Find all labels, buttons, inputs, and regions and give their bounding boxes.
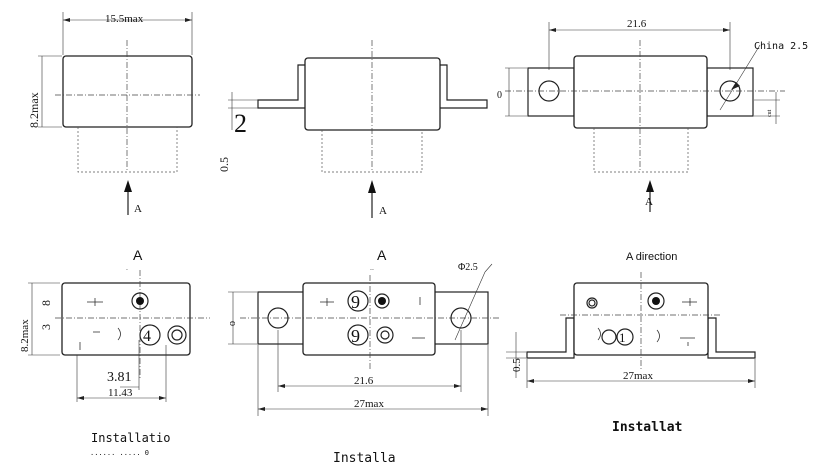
dim-8-label: 8 <box>39 300 53 306</box>
dim-width-label: 15.5max <box>105 13 144 25</box>
svg-text:.: . <box>126 265 128 272</box>
svg-text:..: .. <box>370 265 374 272</box>
view-title: A direction <box>626 251 677 263</box>
dim-height-label: 0 <box>497 90 502 101</box>
view-title: A <box>377 247 387 263</box>
hole-callout: China 2.5 <box>754 41 808 52</box>
pin-bottom-number: 9 <box>351 326 360 346</box>
dim-height-label: 8.2max <box>19 319 31 352</box>
caption-sub: ...... ..... 0 <box>90 449 149 457</box>
dim-overall-label: 27max <box>623 370 653 382</box>
view-6-bottom: A direction 1 0.5 27max Installat <box>506 251 756 435</box>
pin-bottom-right <box>167 325 187 345</box>
view-3-top: 21.6 China 2.5 0 cut A <box>497 18 808 212</box>
arrow-a-label: A <box>134 203 142 215</box>
pin-top <box>131 292 149 310</box>
dim-o-label: o <box>227 321 238 326</box>
view-5-bottom: A .. 9 9 Φ2.5 o 21.6 <box>227 247 500 466</box>
pin-top-number: 9 <box>351 292 360 312</box>
arrow-a-label: A <box>379 205 387 217</box>
dim-pitch-label: 21.6 <box>354 375 374 387</box>
mount-hole-left <box>267 307 289 329</box>
dim-thickness-label: 2 <box>234 109 247 138</box>
dim-thickness-label: 0.5 <box>511 358 523 372</box>
side-note: cut <box>767 109 773 117</box>
caption: Installat <box>612 420 682 435</box>
dim-1143-label: 11.43 <box>108 387 133 399</box>
dim-pitch-label: 21.6 <box>627 18 647 30</box>
dim-offset-label: 0.5 <box>217 157 231 172</box>
arrow-a-label: A <box>645 196 653 208</box>
pin-label: 1 <box>619 330 626 345</box>
view-4-bottom: A . 4 8.2max 8 3 3.81 11.43 <box>19 247 210 457</box>
hole-callout: Φ2.5 <box>458 262 478 273</box>
dim-overall-label: 27max <box>354 398 384 410</box>
pin-number: 4 <box>143 328 151 345</box>
dim-381-label: 3.81 <box>107 370 132 385</box>
dim-3-label: 3 <box>39 324 53 330</box>
view-1-front: 15.5max 8.2max A <box>27 12 200 215</box>
caption: Installa <box>333 451 396 466</box>
view-title: A <box>133 247 143 263</box>
mount-hole-right <box>450 307 472 329</box>
view-2-side: 2 0.5 A <box>217 40 488 218</box>
dim-height-label: 8.2max <box>27 92 41 128</box>
caption: Installatio <box>91 431 170 445</box>
